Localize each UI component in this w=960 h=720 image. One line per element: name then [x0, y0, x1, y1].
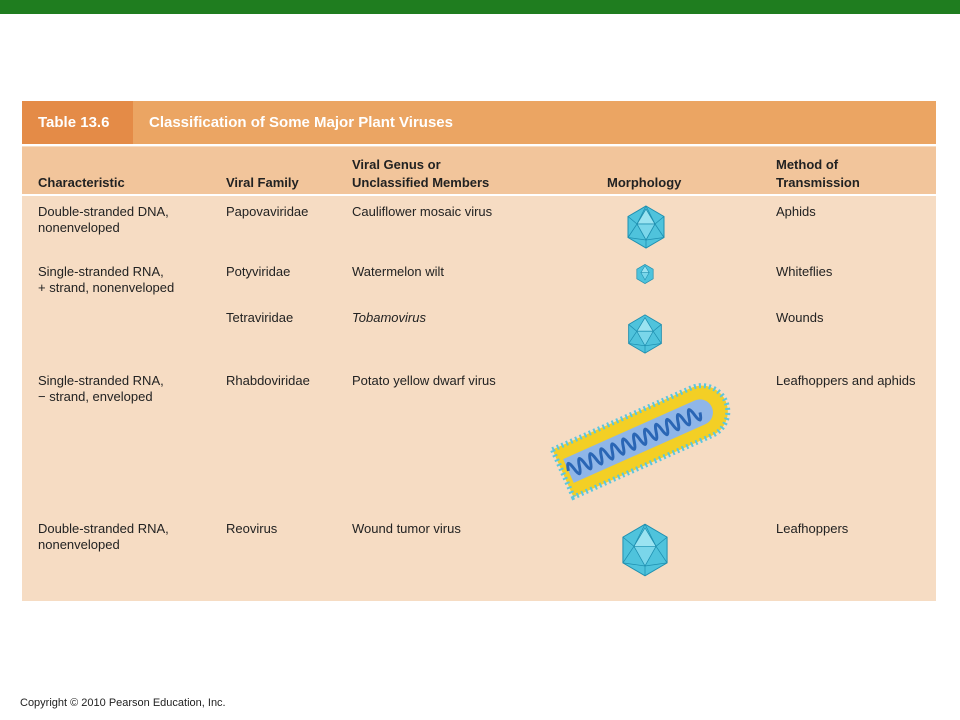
top-bar: [0, 0, 960, 14]
table-number: Table 13.6: [38, 114, 110, 131]
header-method-line2: Transmission: [776, 175, 860, 190]
virus-classification-table: Table 13.6 Classification of Some Major …: [22, 101, 936, 601]
row1-method: Aphids: [776, 204, 816, 219]
polyhedral-virus-icon: [636, 264, 654, 284]
row1-characteristic-line1: Double-stranded DNA,: [38, 204, 169, 219]
row3-method: Wounds: [776, 310, 824, 325]
header-method-line1: Method of: [776, 157, 839, 172]
title-divider: [22, 144, 936, 146]
row2-characteristic-line2: + strand, nonenveloped: [38, 280, 175, 295]
table-title-bar: Table 13.6 Classification of Some Major …: [22, 101, 936, 144]
row4-family: Rhabdoviridae: [226, 373, 310, 388]
row1-family: Papovaviridae: [226, 204, 309, 219]
row3-family: Tetraviridae: [226, 310, 294, 325]
row1-characteristic-line2: nonenveloped: [38, 220, 120, 235]
row5-genus: Wound tumor virus: [352, 521, 461, 536]
header-viral-genus-line1: Viral Genus or: [352, 157, 441, 172]
row2-characteristic-line1: Single-stranded RNA,: [38, 264, 164, 279]
row4-characteristic-line1: Single-stranded RNA,: [38, 373, 164, 388]
header-divider: [22, 194, 936, 196]
row4-genus: Potato yellow dwarf virus: [352, 373, 496, 388]
row4-characteristic-line2: − strand, enveloped: [38, 389, 153, 404]
copyright-notice: Copyright © 2010 Pearson Education, Inc.: [20, 697, 226, 709]
header-morphology: Morphology: [607, 175, 682, 190]
table-header-row: Characteristic Viral Family Viral Genus …: [22, 147, 936, 194]
row5-family: Reovirus: [226, 521, 278, 536]
row5-method: Leafhoppers: [776, 521, 849, 536]
table-number-tag: Table 13.6: [22, 101, 133, 144]
row5-characteristic-line1: Double-stranded RNA,: [38, 521, 169, 536]
row1-genus: Cauliflower mosaic virus: [352, 204, 493, 219]
row2-genus: Watermelon wilt: [352, 264, 444, 279]
header-viral-family: Viral Family: [226, 175, 299, 190]
row3-genus: Tobamovirus: [352, 310, 426, 325]
row4-method: Leafhoppers and aphids: [776, 373, 916, 388]
polyhedral-virus-icon: [622, 523, 668, 577]
row5-characteristic-line2: nonenveloped: [38, 537, 120, 552]
header-viral-genus-line2: Unclassified Members: [352, 175, 490, 190]
polyhedral-virus-icon: [627, 205, 665, 249]
enveloped-helical-virus-icon: [549, 383, 731, 501]
header-characteristic: Characteristic: [38, 175, 125, 190]
row2-family: Potyviridae: [226, 264, 291, 279]
polyhedral-virus-icon: [628, 314, 662, 354]
table-title: Classification of Some Major Plant Virus…: [149, 114, 453, 131]
row2-method: Whiteflies: [776, 264, 833, 279]
